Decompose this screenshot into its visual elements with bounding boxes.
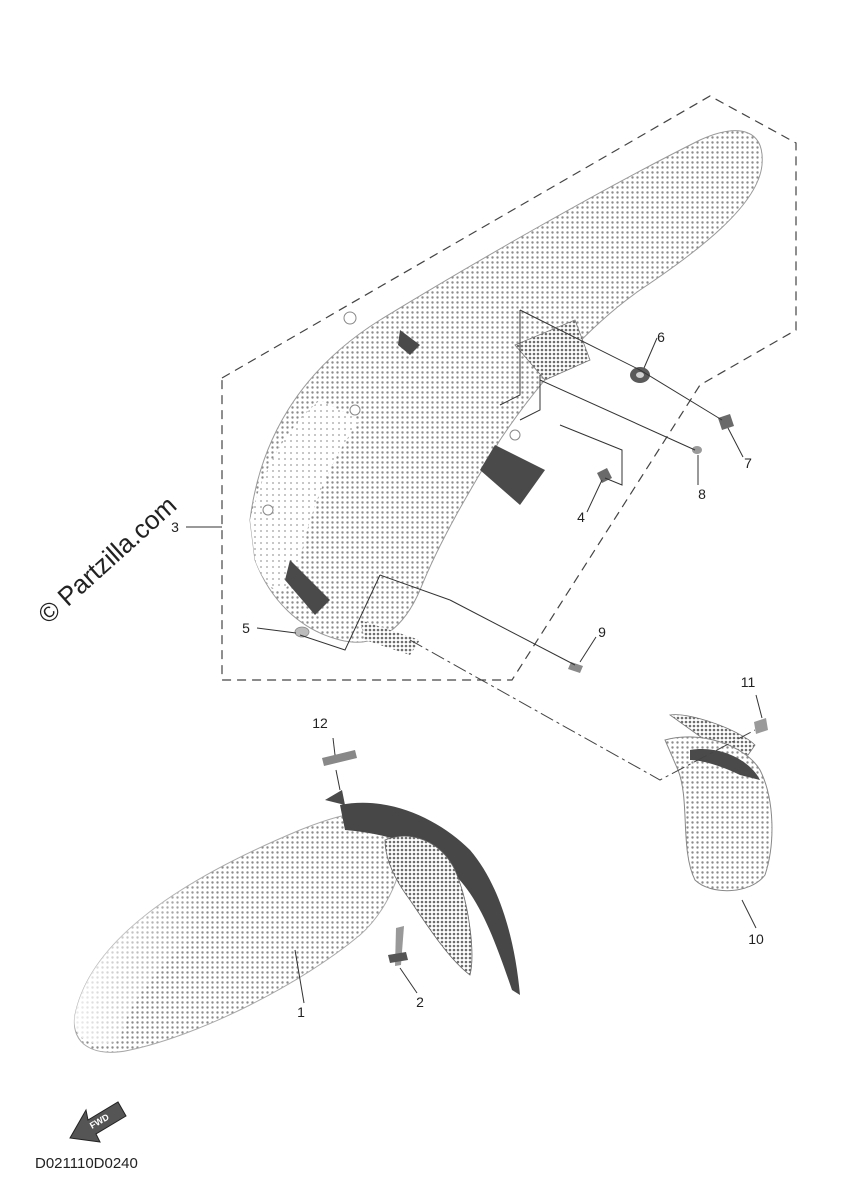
callout-8: 8 [698, 486, 706, 502]
bolt-part-11 [754, 718, 768, 734]
assembly-boundary [221, 95, 797, 681]
callout-11: 11 [741, 674, 756, 690]
screw-part-9 [568, 662, 583, 673]
callout-7: 7 [744, 455, 752, 471]
grommet-part-5 [294, 626, 310, 638]
rear-fender-assembly [249, 130, 763, 655]
watermark: © Partzilla.com [32, 490, 182, 630]
leader-lines [186, 309, 763, 1004]
collar-part-6 [630, 367, 650, 383]
callout-12: 12 [312, 715, 328, 731]
nut-part-4 [597, 468, 612, 483]
screw-part-8 [692, 446, 702, 454]
callout-2: 2 [416, 994, 424, 1010]
fwd-arrow-icon: FWD [69, 1101, 127, 1143]
callout-1: 1 [297, 1004, 305, 1020]
callout-3: 3 [171, 519, 179, 535]
bolt-part-7 [718, 414, 734, 430]
callout-4: 4 [577, 509, 585, 525]
diagram-code: D021110D0240 [35, 1155, 138, 1172]
mud-flap-part-10 [664, 714, 773, 892]
clip-part-12 [322, 750, 357, 766]
screw-part-2 [388, 926, 408, 966]
callout-9: 9 [598, 624, 606, 640]
callout-10: 10 [748, 931, 764, 947]
callout-6: 6 [657, 329, 665, 345]
callout-5: 5 [242, 620, 250, 636]
front-fender-part-1 [73, 790, 520, 1053]
